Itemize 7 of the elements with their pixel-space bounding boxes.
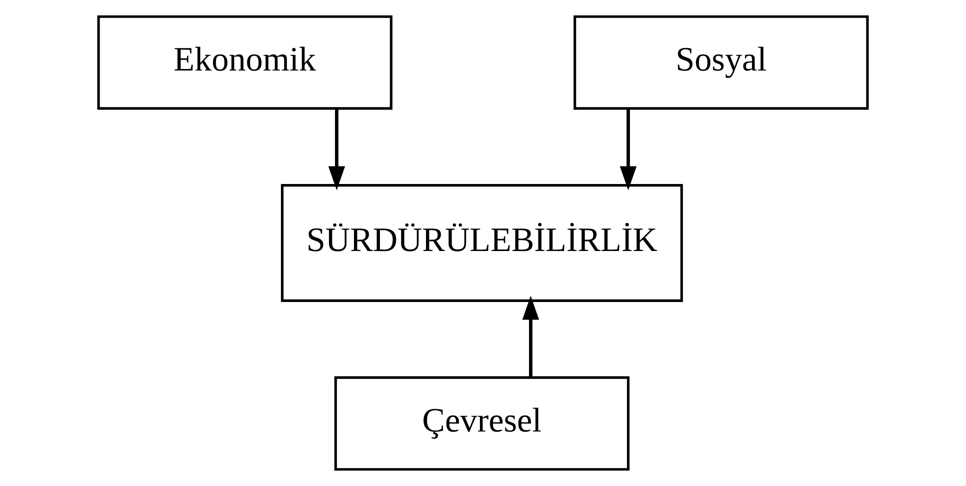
node-box: Çevresel bbox=[334, 376, 630, 471]
arrow bbox=[328, 109, 346, 190]
arrow bbox=[522, 296, 540, 377]
node-box: Ekonomik bbox=[97, 15, 392, 110]
arrow bbox=[620, 109, 637, 190]
node-box: Sosyal bbox=[574, 15, 869, 110]
node-box: SÜRDÜRÜLEBİLİRLİK bbox=[280, 184, 683, 302]
